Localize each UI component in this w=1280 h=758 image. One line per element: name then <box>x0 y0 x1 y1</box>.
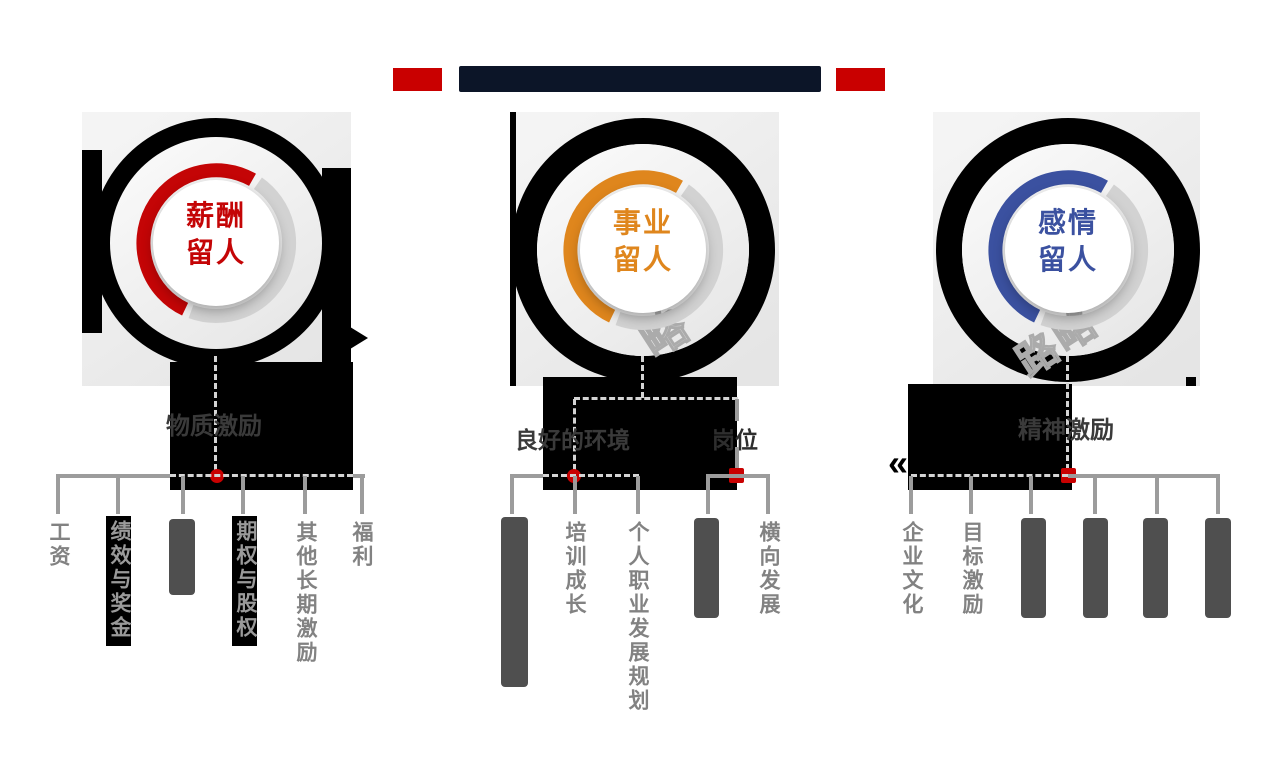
group2-category2-drop <box>735 447 739 470</box>
group3-rail-on-black <box>911 474 1068 477</box>
group3-stub-5 <box>1155 476 1159 514</box>
leaf-label: 个人职业发展规划 <box>626 521 649 713</box>
group3-rail <box>1068 474 1220 478</box>
leaf-label: 其他长期激励 <box>294 521 317 665</box>
obscured-label-blob <box>501 517 528 687</box>
group1-rail-on-black <box>170 474 353 477</box>
obscured-label-blob <box>1083 518 1108 618</box>
group2-title-line2: 留人 <box>612 244 673 275</box>
group2-stub-3 <box>636 476 640 514</box>
group1-label-strip-artifact <box>106 516 131 646</box>
group2-title: 事业 留人 <box>580 204 706 278</box>
leaf-label: 绩效与奖金 <box>108 520 131 640</box>
group2-inner-circle <box>580 187 706 313</box>
leaf-label: 工资 <box>47 521 70 569</box>
group1-stub-5 <box>303 476 307 514</box>
title-right-accent <box>836 68 885 91</box>
group1-rail <box>56 474 170 478</box>
arrow-right-icon <box>342 322 368 354</box>
group3-stub-2 <box>969 476 973 514</box>
group3-connector-dashed <box>1066 356 1069 470</box>
group3-inner-circle <box>1005 187 1131 313</box>
group3-title-line1: 感情 <box>1037 207 1098 238</box>
obscured-label-blob <box>694 518 719 618</box>
obscured-label-blob <box>1205 518 1231 618</box>
group3-title: 感情 留人 <box>1005 204 1131 278</box>
orange-arc <box>563 170 683 323</box>
obscured-label-blob <box>1021 518 1046 618</box>
group3-stub-1 <box>909 476 913 514</box>
group2-stub-1 <box>510 476 514 514</box>
group3-stub-6 <box>1216 476 1220 514</box>
leaf-label: 培训成长 <box>563 521 586 617</box>
group1-title: 薪酬 留人 <box>153 197 279 271</box>
group3-stub-3 <box>1029 476 1033 514</box>
leaf-label: 企业文化 <box>900 521 923 617</box>
group1-stub-2 <box>116 476 120 514</box>
group2-left-rail <box>510 474 543 478</box>
group1-stub-1 <box>56 476 60 514</box>
group1-title-line1: 薪酬 <box>185 200 246 231</box>
group2-right-rail <box>706 474 770 478</box>
group3-category-label: 精神激励 <box>1018 417 1114 444</box>
group2-progress-ring <box>563 170 724 331</box>
group3-progress-ring <box>988 170 1149 331</box>
group2-connector-dashed <box>641 356 644 398</box>
group2-category1-label: 良好的环境 <box>515 427 630 453</box>
group3-stub-4 <box>1093 476 1097 514</box>
group1-shadow-artifact <box>170 362 353 490</box>
group1-category-label: 物质激励 <box>166 413 262 440</box>
group1-title-line2: 留人 <box>185 237 246 268</box>
gray-arc <box>188 177 297 324</box>
red-arc <box>136 163 256 316</box>
title-bar-obscured-text <box>459 66 821 92</box>
gray-arc <box>615 184 724 331</box>
double-chevron-left-icon: « <box>888 442 909 483</box>
leaf-label: 横向发展 <box>757 521 780 617</box>
group1-label-strip-artifact <box>232 516 257 646</box>
group1-rail <box>353 474 365 478</box>
leaf-label: 福利 <box>350 521 373 569</box>
gray-arc <box>1040 184 1149 331</box>
leaf-label: 目标激励 <box>960 521 983 617</box>
group2-elbow-dashed <box>574 397 738 400</box>
blue-arc <box>988 170 1108 323</box>
group1-progress-ring <box>136 163 297 324</box>
group2-stub-5 <box>766 476 770 514</box>
group2-stub-2 <box>573 476 577 514</box>
group2-right-elbow <box>735 399 739 421</box>
title-left-accent <box>393 68 442 91</box>
group2-left-rail-on-black <box>543 474 639 477</box>
group3-title-line2: 留人 <box>1037 244 1098 275</box>
obscured-label-blob <box>1143 518 1168 618</box>
group3-shadow-artifact <box>908 384 1072 490</box>
group1-stub-3 <box>181 476 185 514</box>
group1-inner-circle <box>153 180 279 306</box>
group1-stub-6 <box>360 476 364 514</box>
group2-left-drop-dashed <box>573 399 576 470</box>
group2-stub-4 <box>706 476 710 514</box>
leaf-label: 期权与股权 <box>234 520 257 640</box>
group2-title-line1: 事业 <box>612 207 673 238</box>
obscured-label-blob <box>169 519 195 595</box>
group1-connector-dashed <box>214 356 217 470</box>
group1-stub-4 <box>241 476 245 514</box>
group3-shadow-artifact <box>1186 377 1196 386</box>
